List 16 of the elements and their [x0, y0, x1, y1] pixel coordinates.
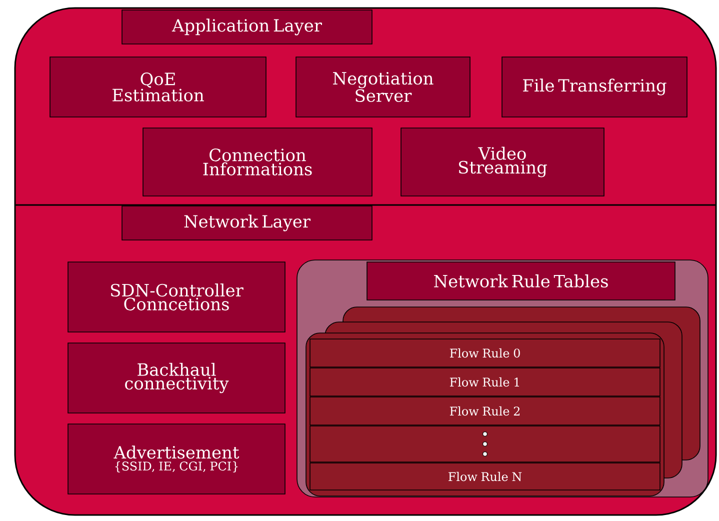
function-box: SDN-Controller Conncetions	[68, 262, 286, 332]
layer-heading: Network Layer	[122, 206, 372, 240]
layer-heading: Network Rule Tables	[366, 262, 676, 300]
function-box: Video Streaming	[400, 128, 604, 196]
flow-rule-row: Flow Rule 0	[310, 338, 660, 368]
function-box: Advertisement {SSID, IE, CGI, PCI}	[68, 424, 286, 494]
flow-rule-row	[310, 426, 660, 462]
flow-rule-row: Flow Rule 1	[310, 368, 660, 396]
flow-rule-row: Flow Rule N	[310, 462, 660, 490]
flow-rule-row: Flow Rule 2	[310, 396, 660, 426]
function-box: Connection Informations	[142, 128, 372, 196]
function-box: File Transferring	[502, 56, 688, 118]
function-box: Backhaul connectivity	[68, 342, 286, 414]
function-box: QoE Estimation	[50, 56, 266, 118]
layer-heading: Application Layer	[122, 10, 372, 44]
function-box: Negotiation Server	[296, 56, 470, 118]
